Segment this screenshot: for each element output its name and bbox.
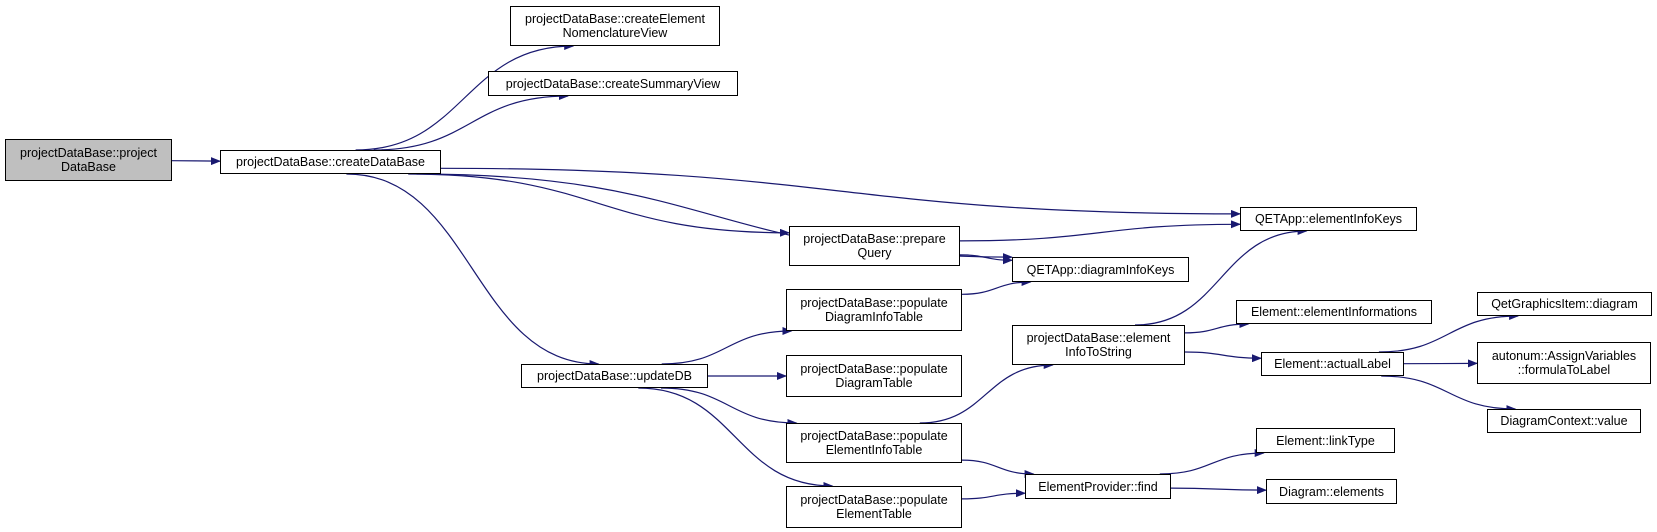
- node-qetapp-diagram-info-keys[interactable]: QETApp::diagramInfoKeys: [1012, 257, 1189, 282]
- edge-populateElementInfoTable-to-elementProviderFind: [961, 459, 1035, 478]
- node-populate-diagram-table[interactable]: projectDataBase::populate DiagramTable: [786, 355, 962, 397]
- edge-elementInfoToString-to-elementInformations: [1184, 320, 1250, 334]
- edge-updateDB-to-populateElementInfoTable: [660, 387, 798, 427]
- node-qetgraphicsitem-diagram[interactable]: QetGraphicsItem::diagram: [1477, 292, 1652, 316]
- node-populate-diagram-info-table[interactable]: projectDataBase::populate DiagramInfoTab…: [786, 289, 962, 331]
- edge-actualLabel-to-diagramContextValue: [1381, 375, 1517, 413]
- node-create-element-nomenclature-view[interactable]: projectDataBase::createElement Nomenclat…: [510, 6, 720, 46]
- edge-updateDB-to-populateElementTable: [638, 387, 834, 490]
- node-assign-variables-formula-to-label[interactable]: autonum::AssignVariables ::formulaToLabe…: [1477, 342, 1651, 384]
- node-qetapp-element-info-keys[interactable]: QETApp::elementInfoKeys: [1240, 207, 1417, 231]
- node-diagram-elements[interactable]: Diagram::elements: [1266, 479, 1397, 504]
- edge-prepareQuery-to-elementInfoKeys: [959, 220, 1241, 242]
- node-prepare-query[interactable]: projectDataBase::prepare Query: [789, 226, 960, 266]
- edge-createDataBase-to-prepareQuery: [408, 173, 790, 237]
- edge-elementInfoToString-to-actualLabel: [1184, 351, 1262, 363]
- edge-prepareQuery-to-diagramInfoKeys: [959, 254, 1013, 265]
- edge-createDataBase-to-createNomenclatureView: [355, 42, 575, 151]
- node-populate-element-info-table[interactable]: projectDataBase::populate ElementInfoTab…: [786, 423, 962, 463]
- node-update-db[interactable]: projectDataBase::updateDB: [521, 364, 708, 388]
- edge-createDataBase-to-updateDB: [346, 173, 600, 368]
- edge-createDataBase-to-createSummaryView: [373, 92, 569, 151]
- node-diagram-context-value[interactable]: DiagramContext::value: [1487, 409, 1641, 433]
- node-project-database-constructor: projectDataBase::project DataBase: [5, 139, 172, 181]
- node-populate-element-table[interactable]: projectDataBase::populate ElementTable: [786, 486, 962, 528]
- edge-populateDiagramInfoTable-to-diagramInfoKeys: [961, 278, 1032, 295]
- node-element-informations[interactable]: Element::elementInformations: [1236, 300, 1432, 324]
- node-create-summary-view[interactable]: projectDataBase::createSummaryView: [488, 71, 738, 96]
- edge-populateElementInfoTable-to-elementInfoToString: [919, 361, 1054, 424]
- edge-elementProviderFind-to-linkType: [1159, 449, 1265, 475]
- edge-updateDB-to-populateDiagramInfoTable: [661, 327, 793, 365]
- edge-elementInfoToString-to-elementInfoKeys: [1134, 227, 1308, 326]
- edge-populateElementTable-to-elementProviderFind: [961, 489, 1026, 500]
- node-element-provider-find[interactable]: ElementProvider::find: [1025, 474, 1171, 499]
- edge-createDataBase-to-elementInfoKeys: [440, 167, 1241, 218]
- node-create-database[interactable]: projectDataBase::createDataBase: [220, 150, 441, 174]
- edge-actualLabel-to-qgiDiagram: [1378, 312, 1520, 353]
- node-element-actual-label[interactable]: Element::actualLabel: [1261, 352, 1404, 376]
- node-element-link-type[interactable]: Element::linkType: [1256, 428, 1395, 453]
- edge-elementProviderFind-to-diagramElements: [1170, 486, 1267, 495]
- node-element-info-to-string[interactable]: projectDataBase::element InfoToString: [1012, 325, 1185, 365]
